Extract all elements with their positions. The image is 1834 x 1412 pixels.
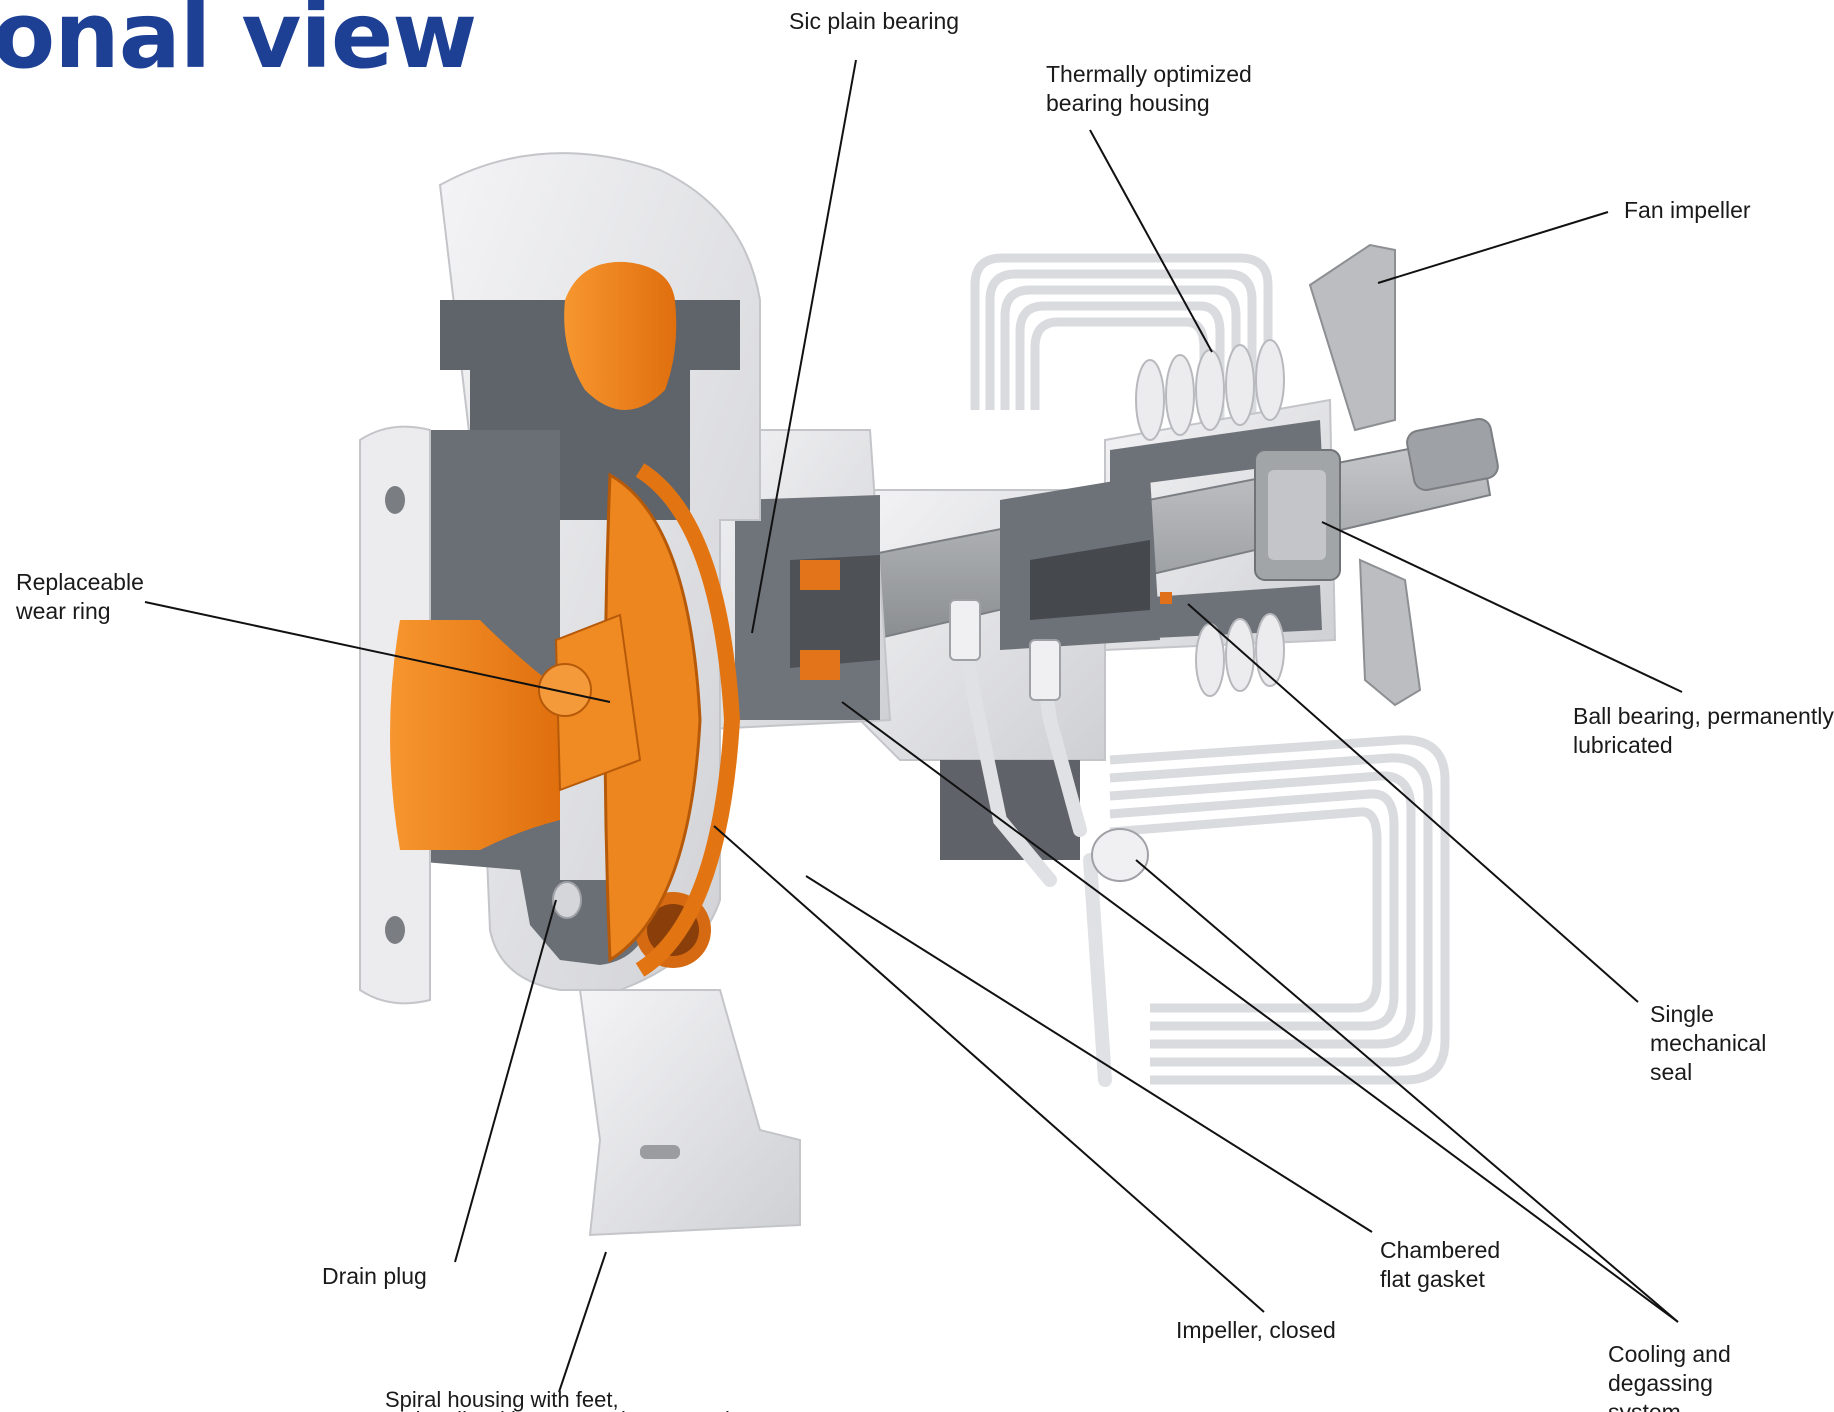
leader-wear-ring bbox=[144, 601, 611, 703]
leader-impeller bbox=[713, 825, 1265, 1313]
label-mechanical-seal: Single mechanical seal bbox=[1650, 1001, 1767, 1085]
label-drain-plug: Drain plug bbox=[322, 1263, 427, 1289]
cooling-coil-upper bbox=[970, 253, 1273, 430]
label-cooling-system: Cooling and degassing system bbox=[1608, 1341, 1731, 1412]
cooling-coil-lower bbox=[1109, 735, 1450, 1085]
label-sic-plain-bearing: Sic plain bearing bbox=[789, 8, 960, 34]
pipe-fittings bbox=[949, 599, 1149, 882]
leader-drain-plug bbox=[454, 899, 557, 1263]
leader-fan-impeller bbox=[1377, 211, 1609, 284]
seal-chamber bbox=[1000, 475, 1172, 650]
label-impeller: Impeller, closed bbox=[1176, 1317, 1336, 1343]
housing-feet bbox=[552, 881, 801, 1237]
leader-cooling-system-b bbox=[1135, 859, 1679, 1323]
ball-bearing bbox=[1254, 449, 1341, 581]
leader-bearing-housing bbox=[1089, 129, 1213, 353]
suction-flange bbox=[359, 425, 560, 1005]
label-bearing-housing: Thermally optimized bearing housing bbox=[1046, 61, 1252, 116]
leader-cooling-system-a bbox=[841, 701, 1679, 1323]
cooling-fins bbox=[1135, 339, 1285, 697]
leader-sic-plain-bearing bbox=[751, 59, 857, 634]
label-ball-bearing: Ball bearing, permanently lubricated bbox=[1573, 703, 1834, 758]
label-flat-gasket: Chambered flat gasket bbox=[1380, 1237, 1501, 1292]
label-spiral-housing: Spiral housing with feet, optionally wit… bbox=[385, 1387, 754, 1412]
leader-ball-bearing bbox=[1321, 521, 1683, 693]
label-fan-impeller: Fan impeller bbox=[1624, 197, 1751, 223]
leader-spiral-housing bbox=[558, 1251, 607, 1393]
page-title: onal view bbox=[0, 0, 477, 89]
leader-flat-gasket bbox=[805, 875, 1373, 1233]
leader-mechanical-seal bbox=[1187, 603, 1639, 1003]
closed-impeller bbox=[538, 463, 741, 977]
label-wear-ring: Replaceable wear ring bbox=[16, 569, 144, 624]
fan-impeller bbox=[1308, 243, 1422, 707]
